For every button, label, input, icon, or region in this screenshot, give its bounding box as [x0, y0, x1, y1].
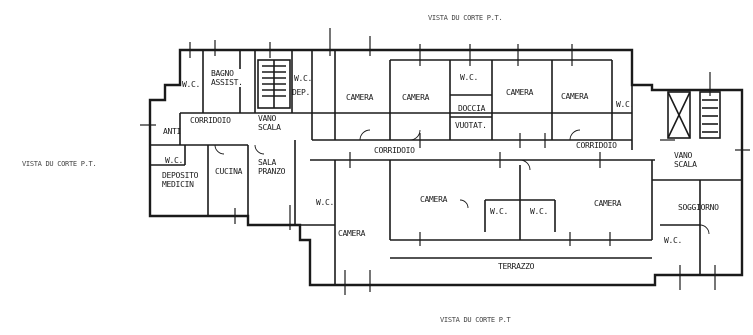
- room-camera-2: CAMERA: [402, 93, 430, 102]
- room-wc-lower: W.C.: [316, 198, 335, 207]
- room-vuotat: VUOTAT.: [455, 121, 487, 130]
- room-wc-anti: W.C.: [165, 156, 184, 165]
- room-corridoio-left: CORRIDOIO: [190, 116, 231, 125]
- room-wc-soggiorno: W.C.: [664, 236, 683, 245]
- room-sala-pranzo: SALA PRANZO: [258, 158, 286, 176]
- room-camera-7: CAMERA: [594, 199, 622, 208]
- outer-wall: [148, 48, 744, 287]
- room-wc-lower-a: W.C.: [490, 207, 509, 216]
- room-camera-1: CAMERA: [346, 93, 374, 102]
- room-wc-center: W.C.: [460, 73, 479, 82]
- room-corridoio-center: CORRIDOIO: [374, 146, 415, 155]
- room-deposito-medicin: DEPOSITO MEDICIN: [162, 171, 199, 189]
- room-camera-5: CAMERA: [338, 229, 366, 238]
- room-vano-scala-left: VANO SCALA: [258, 114, 281, 132]
- room-wc-right: W.C.: [616, 100, 635, 109]
- room-camera-6: CAMERA: [420, 195, 448, 204]
- room-camera-3: CAMERA: [506, 88, 534, 97]
- room-terrazzo: TERRAZZO: [498, 262, 535, 271]
- room-camera-4: CAMERA: [561, 92, 589, 101]
- room-doccia: DOCCIA: [458, 104, 486, 113]
- room-bagno-assist-label: BAGNO ASSIST.: [211, 69, 243, 87]
- view-label-left: VISTA DU CORTE P.T.: [22, 160, 97, 168]
- room-dep: DEP.: [292, 88, 311, 97]
- view-label-top: VISTA DU CORTE P.T.: [428, 14, 503, 22]
- view-label-bottom: VISTA DU CORTE P.T: [440, 316, 511, 324]
- room-wc-stair: W.C.: [294, 74, 313, 83]
- room-wc-lower-b: W.C.: [530, 207, 549, 216]
- room-soggiorno: SOGGIORNO: [678, 203, 719, 212]
- room-vano-scala-right: VANO SCALA: [674, 151, 697, 169]
- room-corridoio-right: CORRIDOIO: [576, 141, 617, 150]
- room-wc-top-left: W.C.: [182, 80, 201, 89]
- room-anti: ANTI: [163, 127, 182, 136]
- room-cucina: CUCINA: [215, 167, 243, 176]
